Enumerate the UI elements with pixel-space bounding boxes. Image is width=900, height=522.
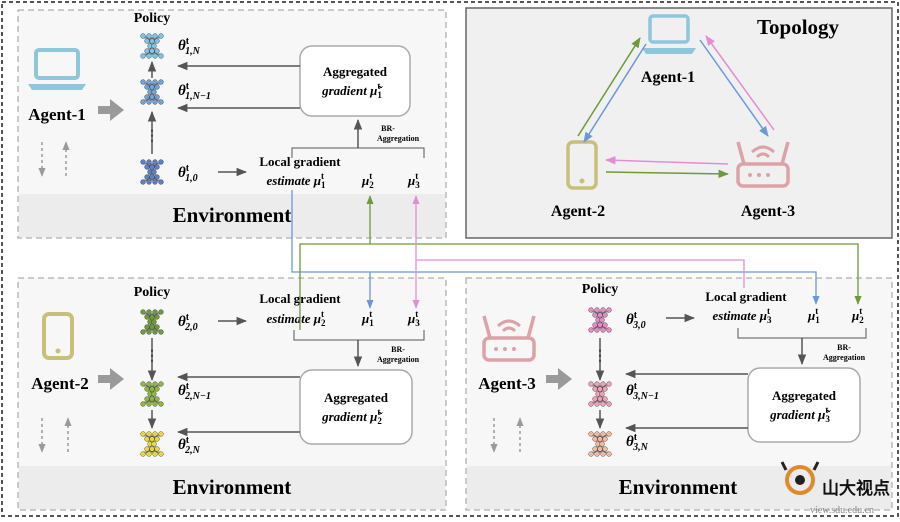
agent3-br2: Aggregation (823, 353, 866, 362)
agent2-name: Agent-2 (31, 374, 89, 393)
agent1-environment-label: Environment (173, 203, 292, 227)
agent3-policy-net-top (588, 307, 612, 333)
agent2-agg-line1: Aggregated (324, 390, 389, 405)
agent3-agg-line1: Aggregated (772, 388, 837, 403)
agent3-policy-label: Policy (582, 282, 619, 297)
topology-title: Topology (757, 15, 840, 39)
topology-router-icon (736, 141, 790, 188)
agent3-gray-arrow-icon (546, 368, 572, 390)
agent3-br1: BR- (837, 343, 851, 352)
topology-agent3-label: Agent-3 (741, 203, 795, 220)
agent3-local-line1: Local gradient (705, 289, 787, 304)
topology-agent2-label: Agent-2 (551, 203, 605, 220)
agent2-br1: BR- (391, 345, 405, 354)
agent2-aggregated-box (299, 369, 413, 445)
topology-edge-3-to-1 (705, 35, 775, 131)
topology-laptop-icon (642, 14, 696, 54)
laptop-icon (28, 48, 86, 90)
agent2-env-band (19, 466, 445, 509)
topology-phone-icon (566, 140, 598, 190)
agent3-name: Agent-3 (478, 374, 536, 393)
link-mu1-to-agent3 (370, 271, 820, 305)
link-mu1-to-agent2 (291, 190, 374, 309)
agent2-br2: Aggregation (377, 355, 420, 364)
agent2-policy-net-bottom (140, 431, 164, 457)
agent2-policy-net-top (140, 309, 164, 335)
agent1-policy-net-bottom (140, 159, 164, 185)
agent2-environment-label: Environment (173, 475, 292, 499)
agent1-policy-net-top (140, 33, 164, 59)
watermark-logo-icon (780, 461, 820, 495)
topology-agent1-label: Agent-1 (641, 69, 695, 86)
watermark-text: 山大视点 (822, 478, 890, 498)
topology-edge-2-to-1 (577, 37, 641, 137)
agent1-gray-arrow-icon (98, 99, 124, 121)
topology-edge-1-to-3 (699, 39, 769, 137)
topology-panel: Topology Agent-1 Agent-2 Agent-3 (465, 7, 893, 239)
agent1-aggregated-box (299, 45, 411, 117)
agent2-br-bracket (293, 330, 425, 341)
topology-edge-3-to-2 (604, 156, 729, 165)
link-mu2-to-agent1 (299, 195, 374, 330)
agent1-br1: BR- (381, 124, 395, 133)
agent3-env-band (467, 466, 891, 509)
link-mu2-to-agent3 (370, 243, 862, 305)
watermark-url: view.sdu.edu.cn (810, 505, 874, 516)
agent3-policy-net-bottom (588, 431, 612, 457)
agent2-policy-label: Policy (134, 285, 171, 300)
agent1-policy-net-mid (140, 79, 164, 105)
agent1-br2: Aggregation (377, 134, 420, 143)
phone-icon (42, 312, 74, 360)
link-mu3-to-agent1 (412, 195, 745, 288)
agent3-aggregated-box (747, 367, 861, 443)
agent1-local-line1: Local gradient (259, 154, 341, 169)
agent3-environment-label: Environment (619, 475, 738, 499)
agent1-policy-label: Policy (134, 11, 171, 26)
agent3-policy-net-mid (588, 381, 612, 407)
agent1-agg-line1: Aggregated (323, 64, 388, 79)
topology-edge-2-to-3 (605, 169, 730, 179)
agent2-gray-arrow-icon (98, 368, 124, 390)
agent1-env-band (19, 194, 445, 237)
exchange-links (291, 190, 862, 330)
watermark: 山大视点 view.sdu.edu.cn (780, 461, 890, 516)
topology-edge-1-to-2 (583, 43, 647, 143)
agent2-policy-net-mid (140, 381, 164, 407)
topology-box (465, 7, 893, 239)
router-icon (482, 315, 536, 362)
agent1-name: Agent-1 (28, 105, 86, 124)
